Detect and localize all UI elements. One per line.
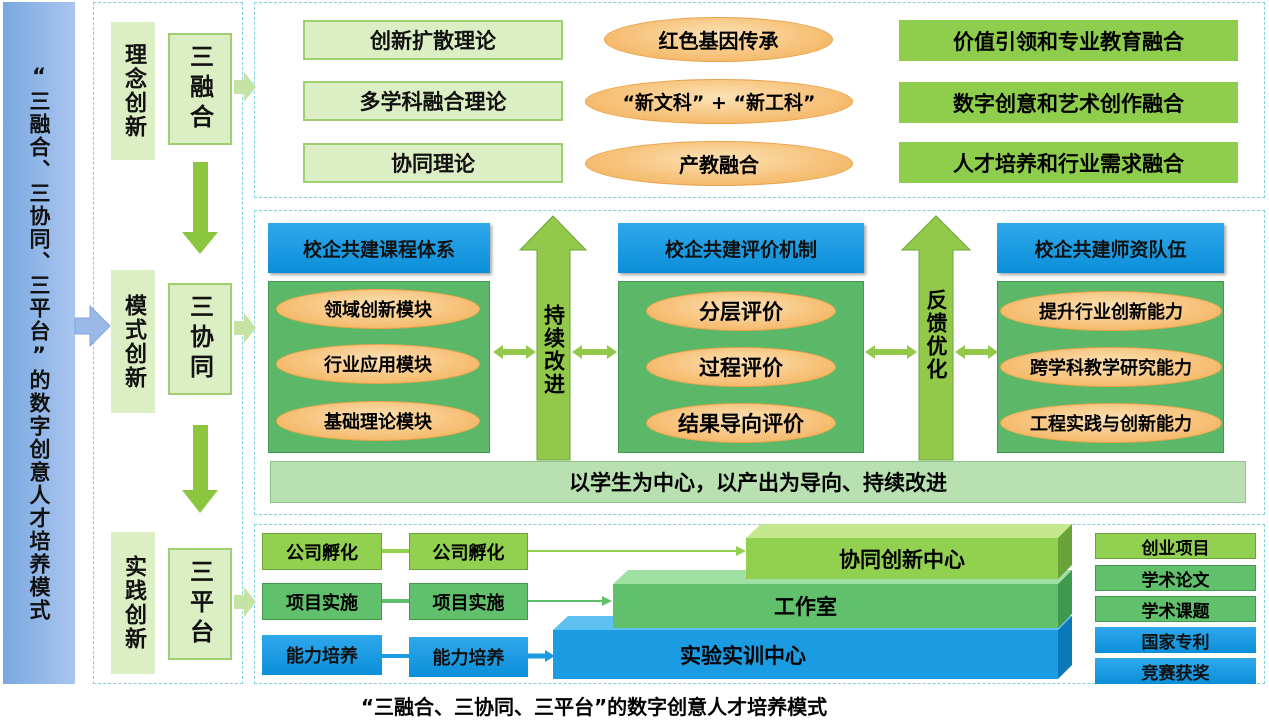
pillar-box-2: 三协同 bbox=[168, 283, 232, 395]
ability-item-3: 工程实践与创新能力 bbox=[1000, 403, 1222, 443]
up-arrow-feedback bbox=[900, 215, 972, 461]
left-label-ability: 能力培养 bbox=[262, 635, 382, 675]
bottom-section bbox=[254, 524, 1265, 684]
outcome-paper: 学术论文 bbox=[1095, 565, 1256, 591]
fusion-box-1: 价值引领和专业教育融合 bbox=[899, 20, 1238, 61]
innovation-label-2: 模式创新 bbox=[111, 270, 155, 413]
left-banner-text: “三融合、三协同、三平台”的数字创意人才培养模式 bbox=[27, 64, 51, 622]
arrow-label-feedback: 反馈优化 bbox=[924, 289, 948, 381]
pillar-box-1: 三融合 bbox=[168, 33, 232, 145]
left-banner: “三融合、三协同、三平台”的数字创意人才培养模式 bbox=[3, 2, 75, 684]
fusion-box-2: 数字创意和艺术创作融合 bbox=[899, 82, 1238, 123]
mid-label-incubation: 公司孵化 bbox=[409, 533, 528, 570]
outcome-startup: 创业项目 bbox=[1095, 533, 1256, 559]
evaluation-item-3: 结果导向评价 bbox=[646, 403, 836, 443]
course-module-2: 行业应用模块 bbox=[276, 344, 480, 384]
outcome-patent: 国家专利 bbox=[1095, 627, 1256, 653]
outcome-research-topic: 学术课题 bbox=[1095, 596, 1256, 622]
bottom-connectors bbox=[382, 546, 746, 662]
header-evaluation: 校企共建评价机制 bbox=[618, 223, 864, 273]
platform-innovation-center: 协同创新中心 bbox=[839, 547, 965, 572]
pillar-box-3: 三平台 bbox=[168, 548, 232, 660]
ability-item-2: 跨学科教学研究能力 bbox=[1000, 347, 1222, 387]
top-section bbox=[254, 2, 1265, 198]
outcome-competition: 竞赛获奖 bbox=[1095, 658, 1256, 684]
pillar-arrow-1 bbox=[234, 72, 256, 102]
down-arrow-1 bbox=[182, 162, 218, 254]
course-module-3: 基础理论模块 bbox=[276, 401, 480, 441]
banner-arrow bbox=[74, 304, 111, 348]
value-oval-2: “新文科” + “新工科” bbox=[585, 79, 853, 124]
double-arrows bbox=[493, 345, 998, 359]
theory-box-1: 创新扩散理论 bbox=[303, 20, 563, 60]
innovation-label-1: 理念创新 bbox=[111, 22, 155, 160]
value-oval-3: 产教融合 bbox=[585, 141, 853, 186]
platform-lab-center: 实验实训中心 bbox=[680, 643, 806, 668]
up-arrow-continuous bbox=[518, 215, 588, 461]
evaluation-item-1: 分层评价 bbox=[646, 291, 836, 331]
header-course-system: 校企共建课程体系 bbox=[268, 223, 490, 273]
evaluation-item-2: 过程评价 bbox=[646, 347, 836, 387]
left-label-project: 项目实施 bbox=[262, 583, 382, 620]
innovation-label-3: 实践创新 bbox=[111, 532, 155, 674]
caption: “三融合、三协同、三平台”的数字创意人才培养模式 bbox=[360, 694, 828, 719]
course-module-1: 领域创新模块 bbox=[276, 289, 480, 329]
left-label-incubation: 公司孵化 bbox=[262, 533, 382, 570]
arrow-label-continuous: 持续改进 bbox=[541, 304, 566, 396]
slab-innovation-center bbox=[746, 524, 1072, 579]
mid-label-project: 项目实施 bbox=[409, 583, 528, 620]
mid-label-ability: 能力培养 bbox=[409, 637, 528, 677]
bottom-principle-bar: 以学生为中心，以产出为导向、持续改进 bbox=[270, 461, 1246, 503]
theory-box-3: 协同理论 bbox=[303, 143, 563, 183]
pillar-arrow-2 bbox=[234, 313, 256, 343]
header-faculty: 校企共建师资队伍 bbox=[997, 223, 1224, 273]
value-oval-1: 红色基因传承 bbox=[604, 17, 833, 62]
platform-studio: 工作室 bbox=[774, 595, 837, 619]
theory-box-2: 多学科融合理论 bbox=[303, 81, 563, 121]
down-arrow-2 bbox=[182, 425, 218, 513]
pillar-arrow-3 bbox=[234, 587, 256, 617]
ability-item-1: 提升行业创新能力 bbox=[1000, 291, 1222, 331]
middle-section bbox=[254, 210, 1265, 515]
fusion-box-3: 人才培养和行业需求融合 bbox=[899, 142, 1238, 183]
